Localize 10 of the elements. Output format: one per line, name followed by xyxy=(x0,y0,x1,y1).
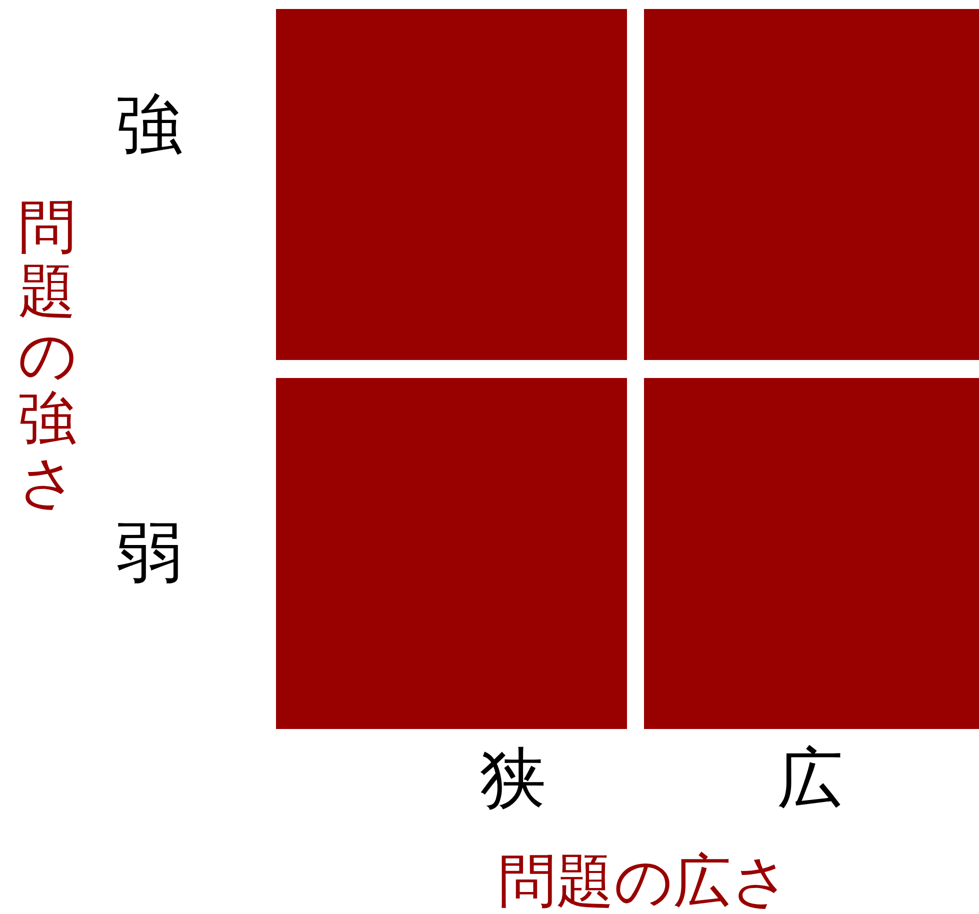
axis-title: 問題の強さ xyxy=(18,196,76,515)
axis-title: 問題の広さ xyxy=(498,852,790,910)
row-label: 強 xyxy=(116,92,182,158)
quadrant-box xyxy=(644,9,979,360)
quadrant-box xyxy=(276,378,627,729)
quadrant-box xyxy=(276,9,627,360)
quadrant-box xyxy=(644,378,979,729)
row-label: 弱 xyxy=(116,520,182,586)
column-label: 狭 xyxy=(480,746,546,812)
column-label: 広 xyxy=(777,746,843,812)
